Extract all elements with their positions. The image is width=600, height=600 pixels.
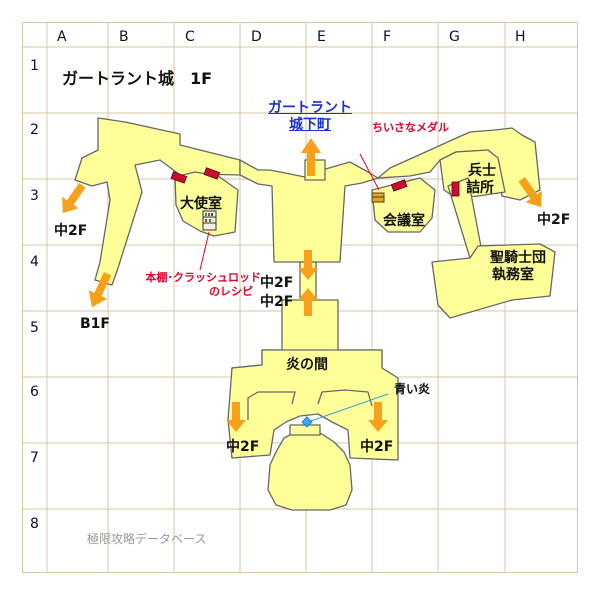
column-label-a: A [57, 29, 67, 45]
row-label-4: 4 [30, 254, 39, 270]
row-label-6: 6 [30, 384, 39, 400]
row-label-8: 8 [30, 516, 39, 532]
item-small-medal: ちいさなメダル [372, 121, 449, 134]
bookshelf-pointer [199, 231, 210, 271]
room-barracks-line2: 詰所 [466, 180, 494, 196]
door-west [170, 171, 188, 184]
exit-mid2f-east[interactable]: 中2F [537, 212, 571, 228]
room-paladin-line1: 聖騎士団 [490, 250, 546, 266]
row-label-2: 2 [30, 122, 39, 138]
watermark: 極限攻略データベース [87, 532, 207, 546]
flame-hall [227, 349, 399, 461]
west-wing [74, 117, 241, 286]
arrow-center-up-icon [298, 288, 318, 316]
exit-mid2f-sw[interactable]: 中2F [226, 439, 260, 455]
column-label-e: E [317, 29, 326, 45]
room-paladin-office: 聖騎士団 執務室 [490, 250, 546, 284]
map-title: ガートラント城 1F [62, 69, 213, 88]
column-label-b: B [119, 29, 129, 45]
row-label-7: 7 [30, 450, 39, 466]
town-link[interactable]: ガートラント 城下町 [250, 100, 370, 134]
room-flame-hall: 炎の間 [286, 357, 328, 373]
medal-chest-icon [359, 153, 385, 203]
doors [170, 167, 460, 197]
floor-plan [74, 117, 556, 511]
exit-arrows [62, 138, 542, 432]
arrow-east-mid2f-icon [518, 176, 542, 208]
column-label-g: G [449, 29, 460, 45]
room-ambassador: 大使室 [180, 196, 222, 212]
arrow-se-mid2f-icon [368, 402, 388, 432]
exit-mid2f-center-bottom[interactable]: 中2F [260, 294, 294, 310]
door-conference [390, 179, 408, 192]
column-label-c: C [185, 29, 195, 45]
exit-mid2f-se[interactable]: 中2F [360, 439, 394, 455]
arrow-b1f-icon [88, 271, 112, 308]
column-label-h: H [515, 29, 526, 45]
blue-flame-label: 青い炎 [394, 382, 431, 396]
room-conference: 会議室 [383, 213, 425, 229]
row-label-3: 3 [30, 188, 39, 204]
row-label-1: 1 [30, 58, 39, 74]
flame-hall-inner-east [317, 389, 373, 407]
arrow-sw-mid2f-icon [226, 402, 246, 432]
flame-hall-inner-west [247, 391, 296, 420]
exit-mid2f-center-top[interactable]: 中2F [260, 275, 294, 291]
arrow-west-mid2f-icon [62, 182, 86, 214]
exit-mid2f-west[interactable]: 中2F [54, 223, 88, 239]
paladin-office [431, 243, 556, 319]
room-barracks-line1: 兵士 [468, 163, 496, 179]
arrow-to-town-icon [301, 138, 321, 176]
town-link-line1: ガートラント [268, 100, 352, 116]
central-hall [239, 159, 379, 263]
row-label-5: 5 [30, 320, 39, 336]
door-barracks [451, 181, 460, 197]
column-label-f: F [383, 29, 392, 45]
room-paladin-line2: 執務室 [492, 267, 534, 283]
item-bookshelf-line1: 本棚･クラッシュロッド [145, 271, 262, 284]
exit-b1f[interactable]: B1F [80, 316, 110, 332]
arrow-center-down-icon [298, 250, 318, 280]
bookshelf-icon [202, 210, 217, 231]
town-link-line2: 城下町 [289, 117, 331, 133]
door-ambassador [203, 167, 221, 180]
item-bookshelf-line2: のレシピ [209, 285, 253, 298]
room-barracks: 兵士 詰所 [466, 163, 496, 197]
column-label-d: D [251, 29, 262, 45]
south-chamber [267, 429, 353, 511]
item-bookshelf-recipe: 本棚･クラッシュロッド のレシピ [131, 271, 262, 299]
blue-flame-icon [301, 393, 389, 428]
